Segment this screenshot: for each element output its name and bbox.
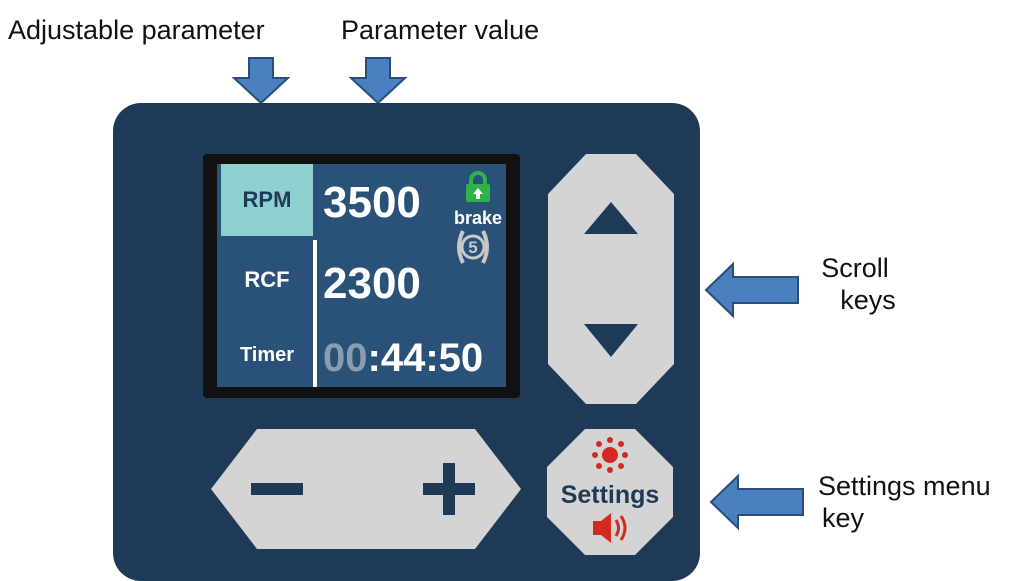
speaker-icon	[593, 513, 627, 543]
minus-icon	[251, 483, 303, 495]
display-area: RPM RCF Timer 3500 2300 00:44:50 brake 5	[217, 164, 506, 387]
up-triangle-icon	[584, 202, 638, 234]
settings-menu-key-label: Settings menu key	[818, 470, 991, 535]
adjustable-parameter-label: Adjustable parameter	[8, 15, 265, 45]
scroll-down-button[interactable]	[548, 279, 674, 404]
rcf-value: 2300	[323, 259, 421, 308]
display-screen: RPM RCF Timer 3500 2300 00:44:50 brake 5	[203, 154, 520, 398]
minus-button[interactable]	[211, 429, 366, 549]
lock-icon	[466, 171, 490, 202]
down-arrow-icon	[348, 57, 408, 105]
settings-button[interactable]: Settings	[545, 427, 675, 557]
timer-label: Timer	[239, 344, 295, 366]
brake-level: 5	[468, 238, 477, 257]
left-arrow-icon	[704, 261, 799, 319]
rpm-label: RPM	[221, 164, 313, 236]
scroll-keys	[548, 154, 674, 404]
scroll-keys-line1: Scroll	[821, 253, 889, 283]
settings-menu-key-line1: Settings menu	[818, 471, 991, 501]
plus-icon	[423, 463, 475, 515]
down-arrow-icon	[231, 57, 291, 105]
settings-menu-key-line2: key	[822, 503, 865, 534]
timer-value: 00:44:50	[323, 336, 483, 381]
adjust-keys	[211, 429, 521, 549]
scroll-keys-label: Scroll keys	[807, 252, 903, 317]
down-triangle-icon	[584, 324, 638, 357]
brake-level-badge: 5	[457, 230, 489, 264]
rpm-value: 3500	[323, 178, 421, 227]
sun-icon	[592, 437, 628, 473]
scroll-keys-line2: keys	[840, 285, 896, 316]
plus-button[interactable]	[366, 429, 521, 549]
divider	[313, 240, 317, 387]
rcf-label: RCF	[244, 267, 290, 292]
scroll-up-button[interactable]	[548, 154, 674, 279]
parameter-value-label: Parameter value	[341, 15, 540, 45]
brake-label: brake	[454, 208, 503, 228]
timer-value-rest: :44:50	[367, 336, 484, 380]
settings-label: Settings	[561, 481, 660, 509]
left-arrow-icon	[709, 473, 804, 531]
timer-value-hours: 00	[323, 336, 368, 380]
